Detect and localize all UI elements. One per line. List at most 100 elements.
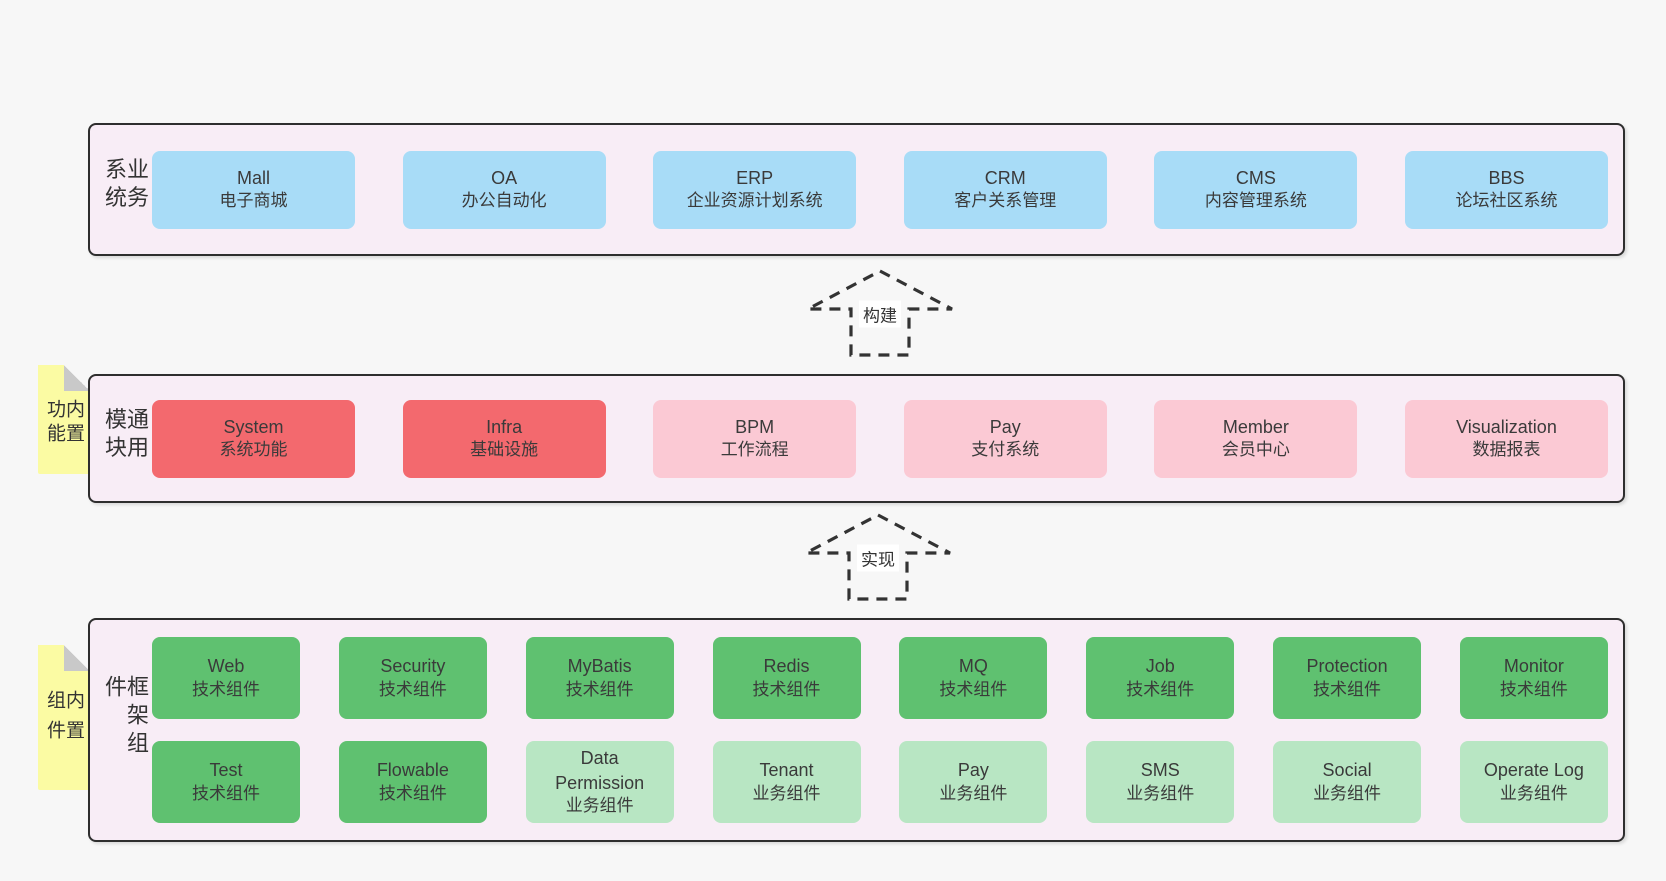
module-desc: 支付系统 — [971, 440, 1040, 460]
module-desc: 业务组件 — [1313, 783, 1382, 803]
panel-side-label: 框架组件 — [102, 675, 149, 759]
module-desc: 会员中心 — [1221, 440, 1290, 460]
module-box-oa: OA 办公自动化 — [402, 150, 606, 229]
module-name: Social — [1322, 760, 1372, 781]
panel-business-systems: 业务系统 Mall 电子商城 OA 办公自动化 ERP 企业资源计划系统 CRM 客户关系管理… — [88, 123, 1625, 256]
module-desc: 技术组件 — [192, 783, 260, 803]
module-desc: 业务组件 — [752, 783, 821, 803]
module-name: Pay — [989, 416, 1021, 437]
module-desc: 业务组件 — [1126, 783, 1195, 803]
module-name: Mall — [236, 167, 270, 188]
module-name: MQ — [958, 656, 988, 677]
module-name: Security — [380, 656, 446, 677]
module-desc: 技术组件 — [378, 783, 447, 803]
module-name: Job — [1145, 656, 1175, 677]
module-name: Test — [209, 760, 243, 781]
arrow-label: 实现 — [857, 544, 899, 572]
module-desc: 电子商城 — [219, 191, 288, 211]
panel-side-label: 业务系统 — [102, 157, 149, 214]
module-desc: 内容管理系统 — [1204, 191, 1307, 211]
module-name: Flowable — [376, 760, 449, 781]
module-name: SMS — [1140, 760, 1180, 781]
module-box-crm: CRM 客户关系管理 — [903, 150, 1107, 229]
module-desc: 业务组件 — [565, 795, 634, 815]
module-name: System — [223, 416, 284, 437]
module-name: Web — [207, 656, 245, 677]
module-name: Visualization — [1456, 416, 1557, 437]
module-box-cms: CMS 内容管理系统 — [1154, 150, 1358, 229]
module-desc: 系统功能 — [219, 440, 288, 460]
module-name: CRM — [984, 167, 1026, 188]
module-box-bbs: BBS 论坛社区系统 — [1404, 150, 1608, 229]
module-name: Monitor — [1503, 656, 1564, 677]
module-name: OA — [491, 167, 518, 188]
module-box-member: Member 会员中心 — [1154, 399, 1358, 478]
module-name: Protection — [1306, 656, 1388, 677]
module-name: MyBatis — [567, 656, 632, 677]
module-name: ERP — [736, 167, 774, 188]
sticky-tag-built-in-components: 内置组件 — [38, 645, 90, 790]
module-desc: 客户关系管理 — [954, 191, 1057, 211]
module-box-erp: ERP 企业资源计划系统 — [653, 150, 857, 229]
module-desc: 技术组件 — [939, 679, 1008, 699]
module-desc: 技术组件 — [378, 679, 447, 699]
module-desc: 办公自动化 — [461, 191, 547, 211]
module-name: BPM — [735, 416, 775, 437]
up-arrow-build: 构建 — [805, 268, 955, 358]
module-name: CMS — [1235, 167, 1276, 188]
module-box-mall: Mall 电子商城 — [152, 150, 355, 229]
dashed-up-arrow-icon — [805, 513, 951, 601]
panel-box-rows: Mall 电子商城 OA 办公自动化 ERP 企业资源计划系统 CRM 客户关系管理 CMS 内容… — [152, 125, 1608, 254]
module-desc: 数据报表 — [1472, 440, 1541, 460]
module-name: Tenant — [759, 760, 814, 781]
module-box-system: System 系统功能 — [152, 399, 355, 478]
module-desc: 企业资源计划系统 — [686, 191, 823, 211]
module-name: Redis — [763, 656, 810, 677]
module-name: Data Permission — [555, 748, 645, 793]
module-desc: 技术组件 — [565, 679, 634, 699]
module-desc: 技术组件 — [1313, 679, 1382, 699]
module-name: BBS — [1488, 167, 1525, 188]
module-row: Mall 电子商城 OA 办公自动化 ERP 企业资源计划系统 CRM 客户关系管理 CMS 内容… — [152, 150, 1608, 229]
module-desc: 论坛社区系统 — [1455, 191, 1558, 211]
module-desc: 业务组件 — [939, 783, 1008, 803]
module-box-visualization: Visualization 数据报表 — [1404, 399, 1608, 478]
arrow-label: 构建 — [859, 300, 901, 328]
module-name: Member — [1222, 416, 1289, 437]
sticky-tag-built-in-features: 内置功能 — [38, 365, 90, 474]
module-desc: 业务组件 — [1499, 783, 1568, 803]
dashed-up-arrow-icon — [807, 269, 953, 357]
module-desc: 技术组件 — [1126, 679, 1195, 699]
folded-corner-icon — [64, 645, 90, 671]
module-desc: 技术组件 — [752, 679, 821, 699]
sticky-tag-label: 内置组件 — [44, 689, 84, 750]
up-arrow-implement: 实现 — [803, 512, 953, 602]
module-name: Pay — [957, 760, 989, 781]
